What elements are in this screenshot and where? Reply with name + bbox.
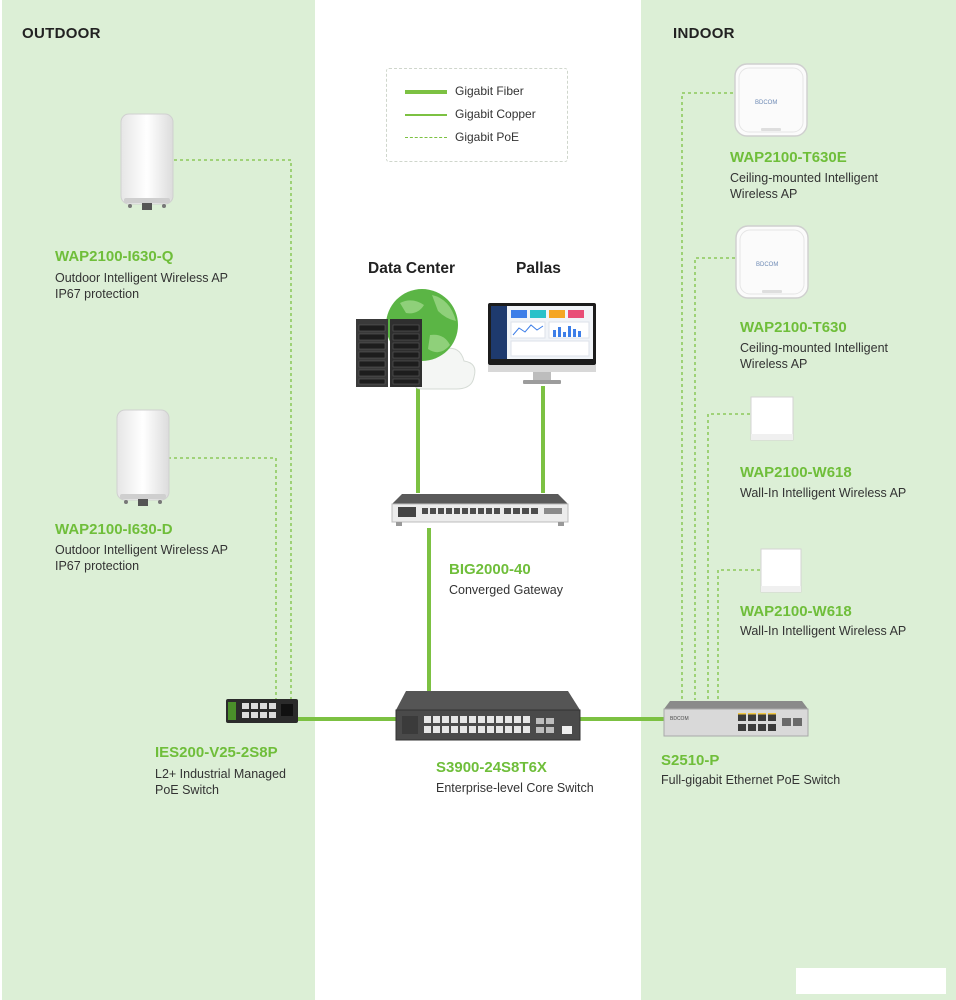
ap-t630-name: WAP2100-T630 (740, 319, 847, 336)
monitor-icon (488, 303, 596, 384)
ap-t630-desc1: Ceiling-mounted Intelligent (740, 341, 889, 355)
gateway-name: BIG2000-40 (449, 561, 531, 578)
ap-t630-desc: Ceiling-mounted Intelligent Wireless AP (740, 340, 888, 372)
ies-desc: L2+ Industrial Managed PoE Switch (155, 766, 286, 798)
ap-w618-a-name: WAP2100-W618 (740, 464, 852, 481)
indoor-zone (641, 0, 956, 1000)
ap-outdoor-d-desc1: Outdoor Intelligent Wireless AP (55, 543, 228, 557)
ap-w618-b-desc: Wall-In Intelligent Wireless AP (740, 624, 907, 638)
ap-outdoor-q-desc2: IP67 protection (55, 287, 140, 301)
ap-w618-a-desc: Wall-In Intelligent Wireless AP (740, 486, 907, 500)
wall-ap-icon (760, 548, 802, 593)
copper-line-swatch (405, 114, 447, 116)
outdoor-ap-icon (116, 409, 170, 506)
ap-t630e-desc1: Ceiling-mounted Intelligent (730, 171, 879, 185)
ceiling-ap-icon: BDCOM (735, 225, 809, 299)
outdoor-title: OUTDOOR (22, 25, 101, 42)
core-desc: Enterprise-level Core Switch (436, 781, 594, 795)
indoor-title: INDOOR (673, 25, 735, 42)
ies-desc2: PoE Switch (155, 783, 219, 797)
outdoor-ap-icon (120, 113, 174, 210)
poe-link-ap-q (174, 159, 292, 700)
data-center-icon (356, 289, 476, 390)
legend-copper-label: Gigabit Copper (455, 107, 536, 121)
ap-t630e-desc2: Wireless AP (730, 187, 798, 201)
gateway-desc: Converged Gateway (449, 583, 563, 597)
ap-t630-desc2: Wireless AP (740, 357, 808, 371)
ap-t630e-desc: Ceiling-mounted Intelligent Wireless AP (730, 170, 878, 202)
poe-switch-desc: Full-gigabit Ethernet PoE Switch (661, 773, 841, 787)
ap-outdoor-d-desc: Outdoor Intelligent Wireless AP IP67 pro… (55, 542, 228, 574)
data-center-label: Data Center (368, 260, 455, 277)
ceiling-ap-logo: BDCOM (755, 100, 777, 106)
ceiling-ap-icon: BDCOM (734, 63, 808, 137)
poe-link-w618-b (717, 569, 760, 700)
poe-link-t630 (694, 257, 735, 700)
ies-name: IES200-V25-2S8P (155, 744, 278, 761)
ap-outdoor-q-desc: Outdoor Intelligent Wireless AP IP67 pro… (55, 270, 228, 302)
core-name: S3900-24S8T6X (436, 759, 547, 776)
industrial-switch-icon (226, 699, 298, 723)
pallas-label: Pallas (516, 260, 561, 277)
legend-poe-label: Gigabit PoE (455, 130, 520, 144)
ies-desc1: L2+ Industrial Managed (155, 767, 286, 781)
legend: Gigabit Fiber Gigabit Copper Gigabit PoE (386, 68, 568, 162)
poe-switch-logo: BDCOM (670, 716, 689, 722)
poe-link-t630e (681, 92, 733, 700)
poe-link-w618-a (707, 413, 750, 700)
ap-outdoor-q-desc1: Outdoor Intelligent Wireless AP (55, 271, 228, 285)
ap-t630e-name: WAP2100-T630E (730, 149, 847, 166)
poe-link-ap-d (168, 457, 277, 700)
poe-switch-icon: BDCOM (663, 701, 809, 737)
core-switch-icon (395, 691, 581, 741)
gateway-icon (391, 494, 569, 526)
poe-line-swatch (405, 137, 447, 138)
corner-patch (796, 968, 946, 994)
ap-outdoor-d-name: WAP2100-I630-D (55, 521, 173, 538)
fiber-line-swatch (405, 90, 447, 94)
ceiling-ap-logo: BDCOM (756, 262, 778, 268)
ap-outdoor-q-name: WAP2100-I630-Q (55, 248, 174, 265)
ap-w618-b-name: WAP2100-W618 (740, 603, 852, 620)
ap-outdoor-d-desc2: IP67 protection (55, 559, 140, 573)
poe-switch-name: S2510-P (661, 752, 720, 769)
legend-fiber-label: Gigabit Fiber (455, 84, 524, 98)
wall-ap-icon (750, 396, 794, 441)
